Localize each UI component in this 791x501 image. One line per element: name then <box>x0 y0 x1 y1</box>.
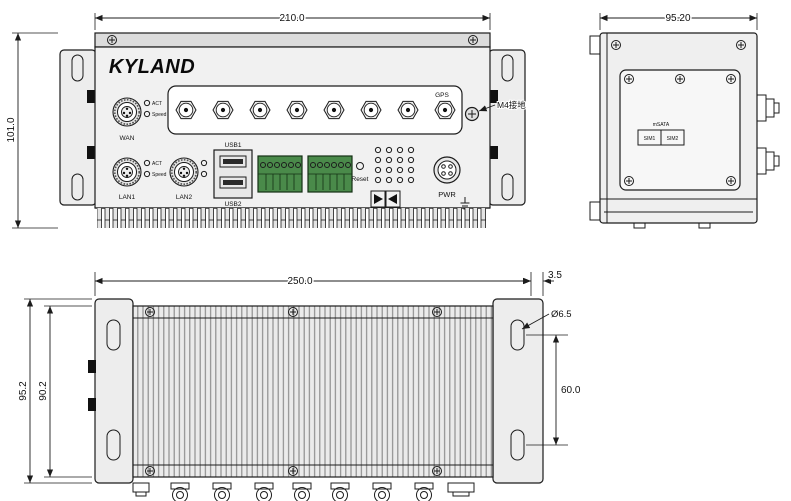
wan-speed-label: Speed <box>152 112 167 118</box>
edge-antenna-connector <box>170 482 190 501</box>
antenna-connector <box>323 100 345 120</box>
bottom-edge-connectors <box>132 482 475 501</box>
din-clip <box>88 398 96 411</box>
usb1-port <box>219 155 247 168</box>
terminal-block-2 <box>307 155 353 193</box>
reset-button-group: Reset <box>352 162 369 183</box>
dim-60-text: 60.0 <box>561 385 581 396</box>
dim-60: 60.0 <box>526 334 582 446</box>
dim-3-5: 3.5 <box>520 269 564 296</box>
lan1-connector <box>112 157 142 187</box>
dim-250: 250.0 <box>94 272 532 296</box>
bottom-left-bracket <box>94 298 134 484</box>
wan-label: WAN <box>120 135 135 142</box>
edge-antenna-connector <box>212 482 232 501</box>
reset-button <box>356 162 364 170</box>
dim-3-5-text: 3.5 <box>548 270 562 281</box>
usb1-label: USB1 <box>225 142 242 149</box>
din-clip <box>88 360 96 373</box>
earth-symbol <box>460 197 470 210</box>
wan-connector <box>112 97 142 127</box>
power-port: PWR <box>433 156 470 210</box>
gps-label: GPS <box>435 92 449 99</box>
usb2-label: USB2 <box>225 201 242 208</box>
side-view: 95.20 mSATA SIM1 SIM2 <box>589 12 780 229</box>
lan2-connector <box>169 157 199 187</box>
din-clip <box>87 90 96 103</box>
dim-95-2-text: 95.2 <box>18 381 29 401</box>
hole-diameter-text: Ø6.5 <box>551 309 572 320</box>
lan1-act-label: ACT <box>152 161 162 167</box>
front-view: 210.0 101.0 KYLAND <box>5 12 527 229</box>
din-clip <box>87 146 96 159</box>
wan-port: ACT Speed WAN <box>112 97 167 142</box>
din-clip <box>489 146 498 159</box>
pwr-label: PWR <box>438 190 456 199</box>
lan2-port: LAN2 <box>169 157 208 201</box>
heatsink-body <box>132 305 494 478</box>
edge-antenna-connector <box>292 482 312 501</box>
sim1-label: SIM1 <box>644 136 656 142</box>
top-plate <box>94 32 491 48</box>
usb2-port <box>219 176 247 189</box>
dim-90-2-text: 90.2 <box>38 381 49 401</box>
dim-101-text: 101.0 <box>6 117 17 142</box>
dim-95-20: 95.20 <box>599 12 758 30</box>
dim-95-20-text: 95.20 <box>665 13 690 24</box>
dim-250-text: 250.0 <box>287 276 312 287</box>
dim-210: 210.0 <box>94 12 491 30</box>
dim-101: 101.0 <box>5 32 58 229</box>
kyland-logo: KYLAND <box>109 56 195 78</box>
antenna-connector <box>249 100 271 120</box>
m4-ground-label: M4接地 <box>497 100 526 110</box>
edge-antenna-connector <box>254 482 274 501</box>
front-left-bracket <box>59 49 97 206</box>
antenna-panel: GPS <box>167 85 463 135</box>
edge-antenna-connector <box>330 482 350 501</box>
antenna-connector <box>360 100 382 120</box>
side-bracket-tab <box>589 201 601 221</box>
side-connector-top <box>756 94 780 122</box>
lan1-port: ACT Speed LAN1 <box>112 157 167 201</box>
pwr-connector <box>433 156 461 184</box>
usb-block: USB1 USB2 <box>213 142 253 208</box>
wan-act-label: ACT <box>152 101 162 107</box>
antenna-connector <box>212 100 234 120</box>
side-bracket-tab <box>589 35 601 55</box>
antenna-connector <box>286 100 308 120</box>
edge-antenna-connector <box>372 482 392 501</box>
dim-90-2: 90.2 <box>37 305 92 478</box>
antenna-switch-marks <box>370 190 401 208</box>
din-clip <box>489 90 498 103</box>
bottom-view: 250.0 3.5 95.2 90.2 <box>17 269 582 501</box>
front-heatsink-fins <box>95 207 490 228</box>
terminal-block-1 <box>257 155 303 193</box>
side-access-panel: mSATA SIM1 SIM2 <box>619 69 741 191</box>
foot <box>698 222 711 229</box>
hole-diameter: Ø6.5 <box>521 308 573 330</box>
dim-210-text: 210.0 <box>279 13 304 24</box>
lan1-speed-label: Speed <box>152 172 167 178</box>
antenna-connector <box>434 100 456 120</box>
lan2-label: LAN2 <box>176 194 193 201</box>
dim-95-2: 95.2 <box>17 298 92 484</box>
edge-connector <box>447 482 475 493</box>
side-connector-bottom <box>756 147 780 175</box>
antenna-connector <box>397 100 419 120</box>
bottom-right-bracket <box>492 298 544 484</box>
front-right-bracket <box>488 49 526 206</box>
edge-connector <box>132 482 150 493</box>
lan1-label: LAN1 <box>119 194 136 201</box>
sim2-label: SIM2 <box>667 136 679 142</box>
side-base <box>600 198 757 229</box>
ground-screw: M4接地 <box>464 99 527 122</box>
reset-label: Reset <box>352 176 369 183</box>
msata-label: mSATA <box>653 122 670 128</box>
foot <box>633 222 646 229</box>
edge-antenna-connector <box>414 482 434 501</box>
antenna-connector <box>175 100 197 120</box>
